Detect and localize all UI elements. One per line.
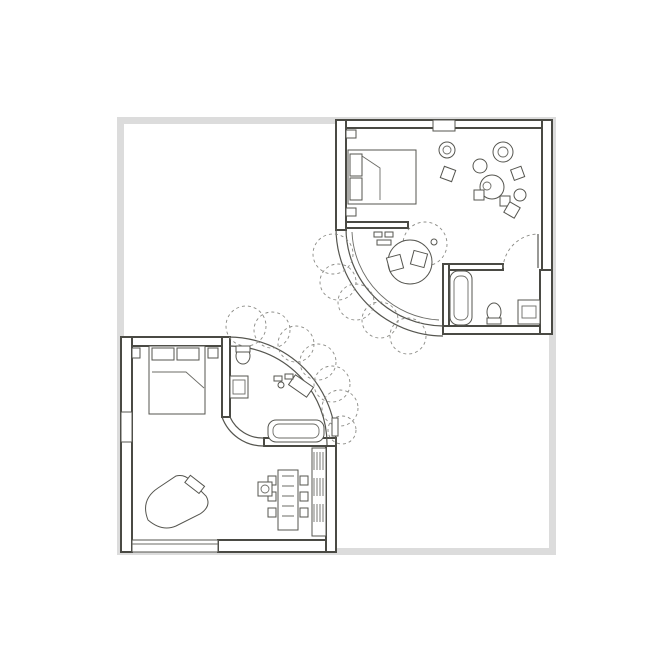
- sink: [517, 299, 541, 325]
- lounge: [373, 231, 438, 285]
- sink: [229, 375, 249, 399]
- lower-left-unit: [120, 305, 359, 553]
- upper-right-unit: [312, 119, 553, 355]
- bathtub: [267, 419, 325, 443]
- bathroom-lower: [229, 345, 339, 443]
- bath-wall-bottom: [442, 325, 553, 335]
- top-window: [432, 119, 456, 132]
- bath-wall-left: [442, 263, 450, 335]
- dining-set: [438, 141, 527, 219]
- grand-piano: [145, 474, 209, 529]
- left-wall: [120, 336, 133, 553]
- bath-wall-right: [539, 269, 553, 335]
- dining-set: [257, 469, 309, 531]
- bed: [131, 345, 219, 415]
- bookshelf: [311, 447, 327, 537]
- curved-wall-outer: [335, 227, 444, 337]
- window-left: [120, 411, 133, 443]
- bottom-wall: [217, 539, 337, 553]
- window-bottom: [131, 539, 219, 553]
- bath-wall-top: [442, 263, 504, 271]
- bath-partition: [221, 336, 231, 418]
- toilet: [235, 345, 251, 365]
- toilet: [486, 302, 502, 325]
- bathroom-upper: [449, 270, 541, 326]
- curved-wall-inner: [345, 227, 444, 327]
- inner-divider: [345, 221, 409, 229]
- left-wall: [335, 119, 347, 231]
- bathtub: [449, 270, 473, 326]
- bed: [345, 129, 417, 217]
- right-wall: [541, 119, 553, 295]
- vanity: [273, 373, 315, 398]
- top-wall: [120, 336, 230, 347]
- right-wall: [325, 444, 337, 553]
